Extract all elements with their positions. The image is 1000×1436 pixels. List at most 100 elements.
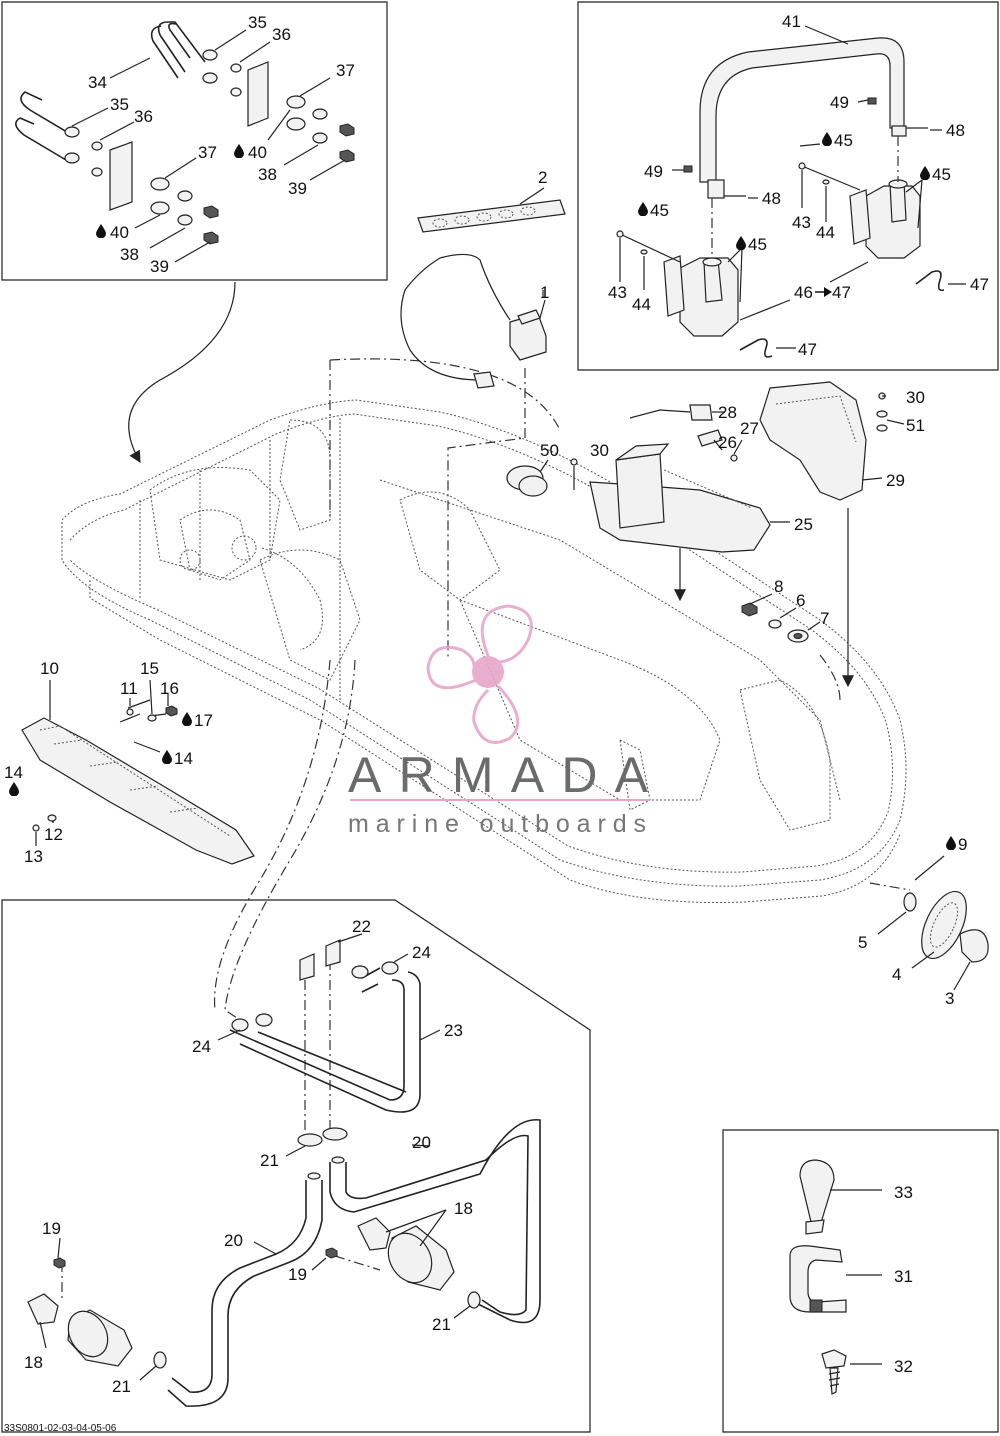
callout-47c: 47 xyxy=(798,340,817,359)
callout-44b: 44 xyxy=(816,223,835,242)
lubricant-drop-icon xyxy=(920,166,930,180)
callout-45d: 45 xyxy=(748,235,767,254)
callout-47b: 47 xyxy=(970,275,989,294)
callout-44a: 44 xyxy=(632,295,651,314)
callout-10: 10 xyxy=(40,659,59,678)
callout-4: 4 xyxy=(892,965,901,984)
callout-40a: 40 xyxy=(248,143,267,162)
grab-handle-assembly xyxy=(616,37,945,358)
reference-arrow-hull xyxy=(128,281,236,464)
tie-strap-part-33 xyxy=(799,1159,882,1235)
callout-45a: 45 xyxy=(834,131,853,150)
lubricant-drop-icon xyxy=(234,144,244,158)
callouts: 1 2 3 4 5 6 7 8 9 10 11 12 13 14 14 15 1… xyxy=(4,12,989,1396)
callout-21c: 21 xyxy=(112,1377,131,1396)
callout-32: 32 xyxy=(894,1357,913,1376)
callout-24a: 24 xyxy=(412,943,431,962)
callout-41: 41 xyxy=(782,12,801,31)
callout-20a: 20 xyxy=(412,1133,431,1152)
callout-48b: 48 xyxy=(762,189,781,208)
callout-19b: 19 xyxy=(288,1265,307,1284)
callout-25: 25 xyxy=(794,515,813,534)
tray-part-29 xyxy=(759,381,888,501)
callout-18a: 18 xyxy=(454,1199,473,1218)
callout-43a: 43 xyxy=(608,283,627,302)
callout-49a: 49 xyxy=(830,93,849,112)
callout-19a: 19 xyxy=(42,1219,61,1238)
lubricant-drop-icon xyxy=(9,782,19,796)
u-bolt-assembly-upper xyxy=(150,21,355,163)
propeller-logo-icon xyxy=(472,656,504,688)
callout-11: 11 xyxy=(120,679,138,698)
callout-16: 16 xyxy=(160,679,179,698)
callout-13: 13 xyxy=(24,847,43,866)
lubricant-drop-icon xyxy=(736,236,746,250)
lubricant-drop-icon xyxy=(946,836,956,850)
drain-plug-parts-3-4-5 xyxy=(903,890,989,963)
callout-49b: 49 xyxy=(644,162,663,181)
callout-35b: 35 xyxy=(110,95,129,114)
lubricant-drops xyxy=(9,132,956,850)
callout-36a: 36 xyxy=(272,25,291,44)
watermark-brand: ARMADA xyxy=(348,747,650,803)
callout-5: 5 xyxy=(858,933,867,952)
callout-47a: 47 xyxy=(832,283,851,302)
u-bolt-assembly-lower xyxy=(15,91,219,245)
gasket-part-2 xyxy=(417,199,566,233)
callout-1: 1 xyxy=(540,283,549,302)
plug-part-50 xyxy=(506,459,549,497)
callout-3: 3 xyxy=(945,989,954,1008)
intake-grate-part-10 xyxy=(21,699,255,865)
callout-35a: 35 xyxy=(248,13,267,32)
callout-33: 33 xyxy=(894,1183,913,1202)
lubricant-drop-icon xyxy=(96,224,106,238)
callout-38b: 38 xyxy=(120,245,139,264)
callout-2: 2 xyxy=(538,168,547,187)
callout-8: 8 xyxy=(774,577,783,596)
callout-45c: 45 xyxy=(650,201,669,220)
callout-26: 26 xyxy=(718,433,737,452)
callout-17: 17 xyxy=(194,711,213,730)
leader-lines-top-right xyxy=(619,25,966,349)
callout-15: 15 xyxy=(140,659,159,678)
detail-box-top-left xyxy=(1,1,388,281)
callout-51: 51 xyxy=(906,416,925,435)
callout-14a: 14 xyxy=(4,763,23,782)
callout-20b: 20 xyxy=(224,1231,243,1250)
reference-lines xyxy=(61,358,911,1300)
screw-part-32 xyxy=(821,1349,882,1395)
callout-28: 28 xyxy=(718,403,737,422)
callout-45b: 45 xyxy=(932,165,951,184)
callout-31: 31 xyxy=(894,1267,913,1286)
reference-arrow-icon xyxy=(815,287,832,297)
callout-37b: 37 xyxy=(198,143,217,162)
diagram-code: 33S0801-02-03-04-05-06 xyxy=(4,1423,117,1434)
callout-21b: 21 xyxy=(432,1315,451,1334)
callout-50: 50 xyxy=(540,441,559,460)
callout-23: 23 xyxy=(444,1021,463,1040)
detail-box-top-right xyxy=(577,1,999,371)
lubricant-drop-icon xyxy=(638,202,648,216)
storage-bin-part-25 xyxy=(570,404,771,553)
callout-46: 46 xyxy=(794,283,813,302)
callout-48a: 48 xyxy=(946,121,965,140)
leader-lines-bottom-left xyxy=(39,933,471,1381)
detail-box-bottom-left xyxy=(1,899,591,1433)
callout-38a: 38 xyxy=(258,165,277,184)
callout-7: 7 xyxy=(820,609,829,628)
callout-21a: 21 xyxy=(260,1151,279,1170)
callout-40b: 40 xyxy=(110,223,129,242)
leader-lines-mid xyxy=(519,187,971,991)
callout-30b: 30 xyxy=(590,441,609,460)
callout-37a: 37 xyxy=(336,61,355,80)
callout-43b: 43 xyxy=(792,213,811,232)
lubricant-drop-icon xyxy=(822,132,832,146)
callout-39a: 39 xyxy=(288,179,307,198)
hose-assembly xyxy=(153,939,541,1407)
callout-29: 29 xyxy=(886,471,905,490)
leader-lines-left xyxy=(35,679,169,846)
callout-36b: 36 xyxy=(134,107,153,126)
callout-6: 6 xyxy=(796,591,805,610)
watermark-logo xyxy=(426,604,533,744)
